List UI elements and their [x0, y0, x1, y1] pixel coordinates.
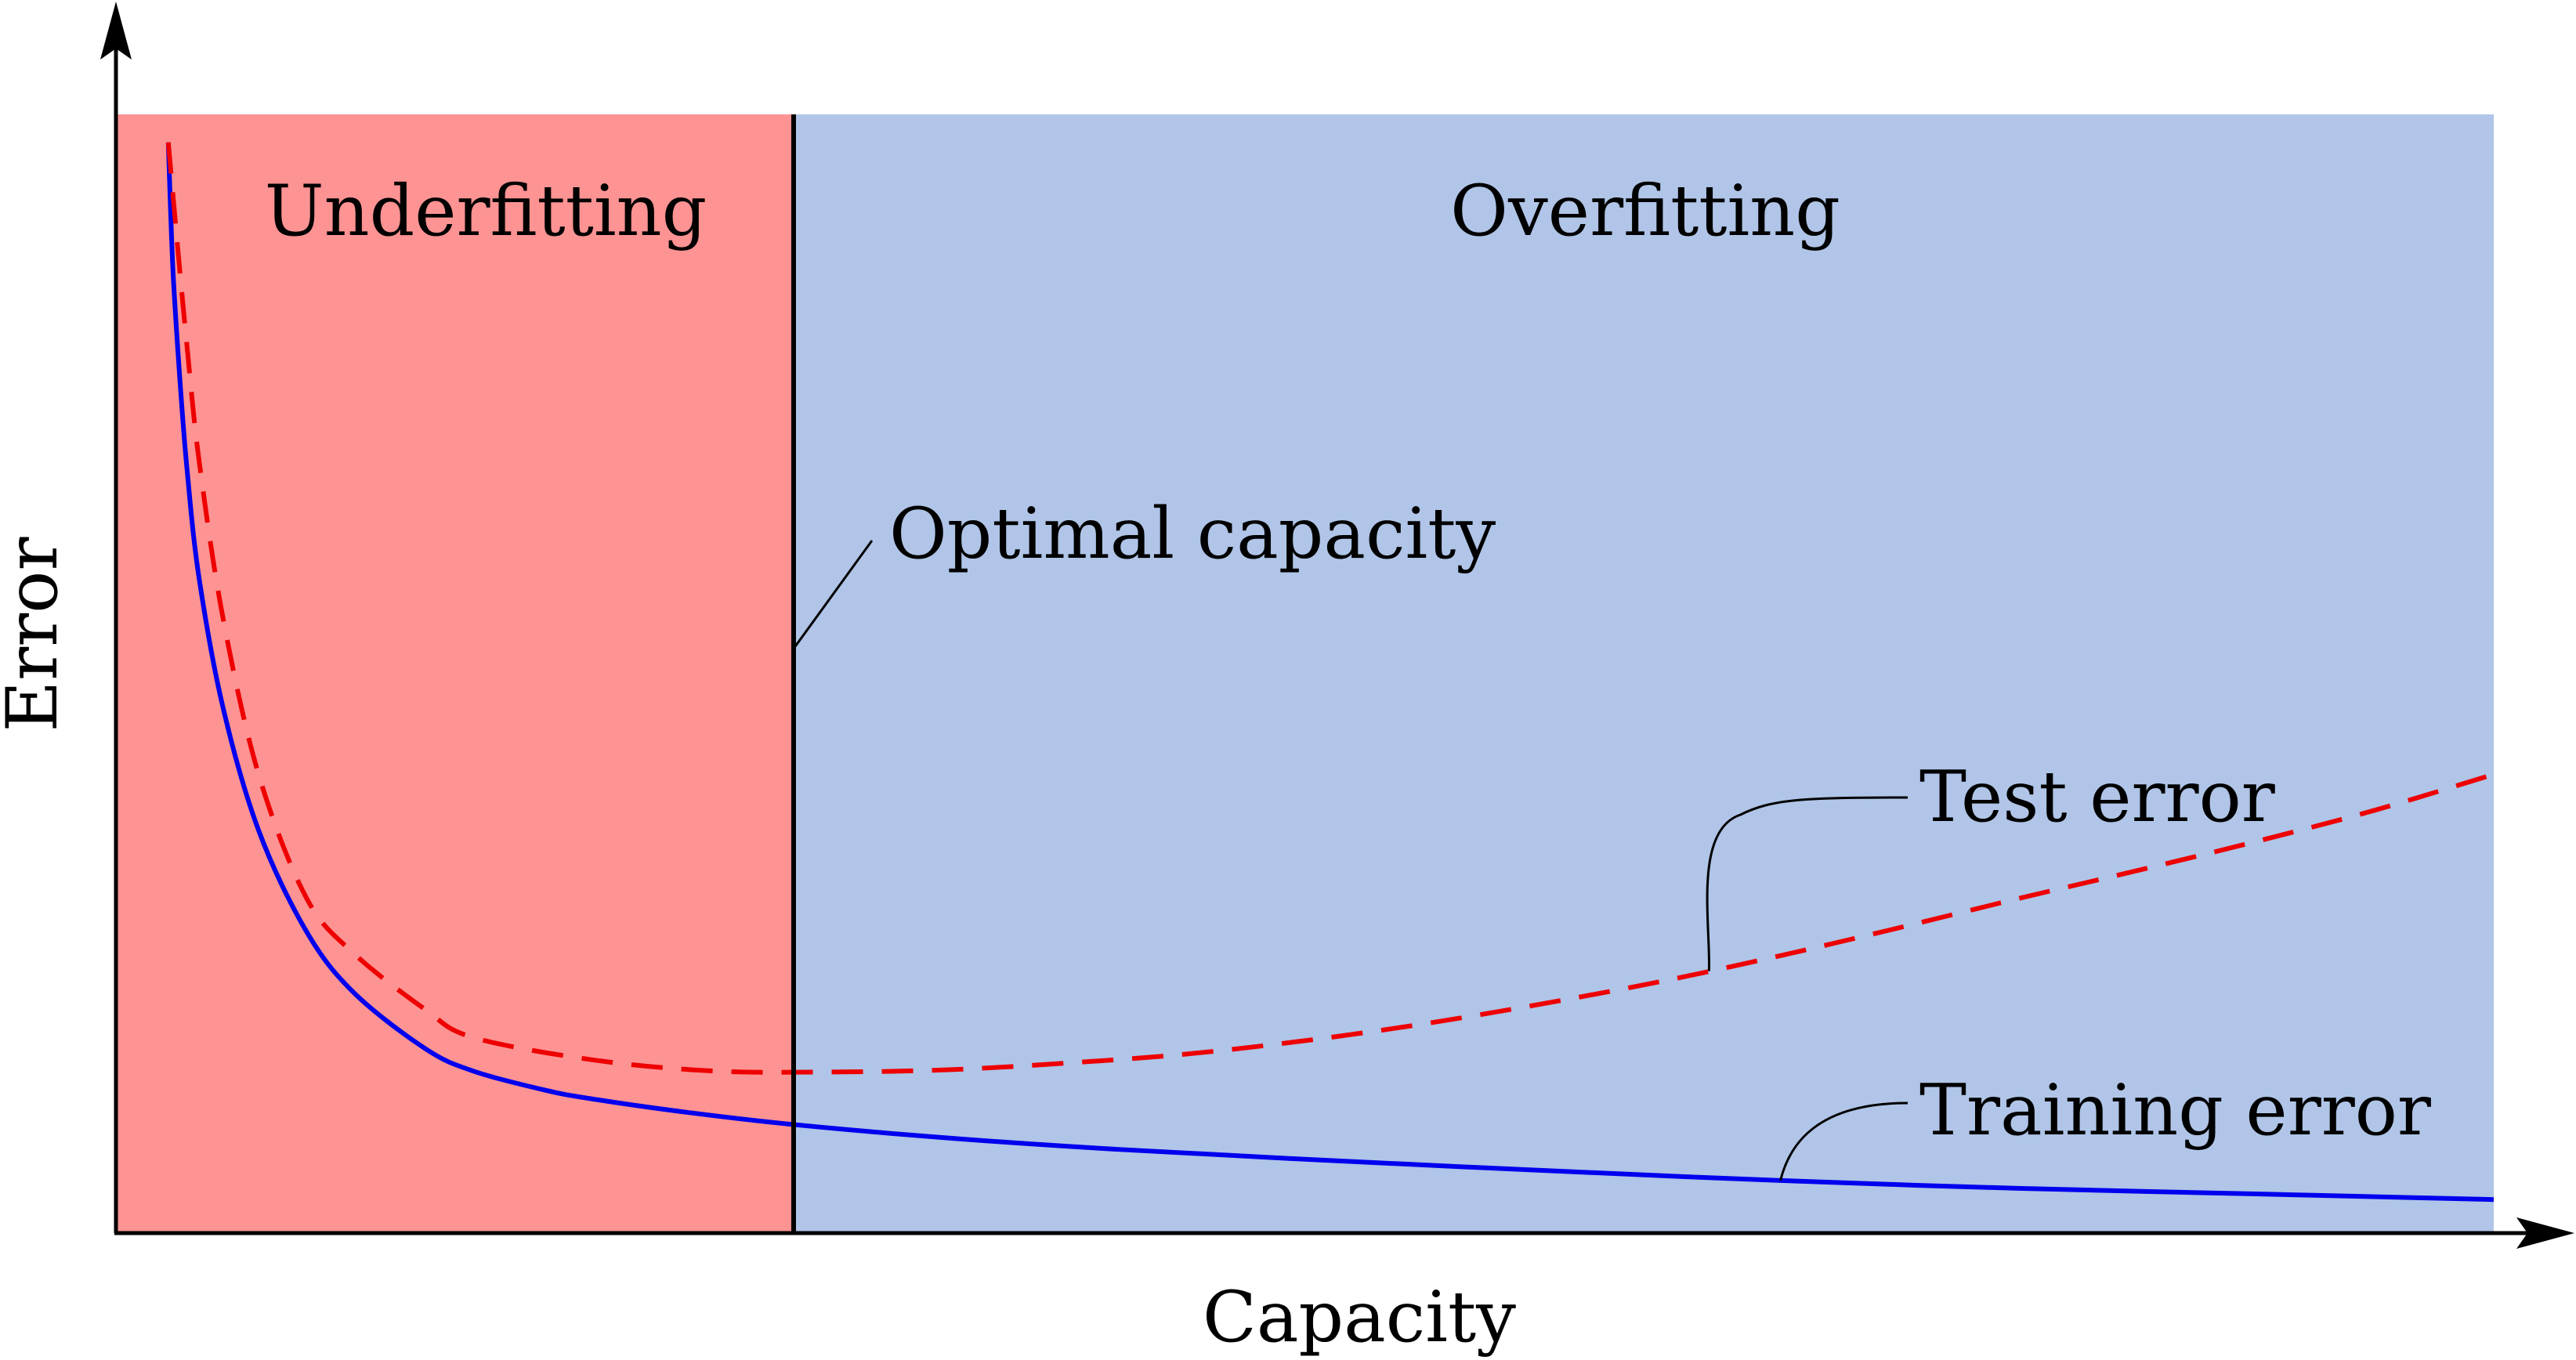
training-error-label: Training error	[1919, 1069, 2432, 1152]
optimal-capacity-leader	[792, 540, 874, 649]
x-axis-label: Capacity	[1203, 1276, 1516, 1358]
x-axis-arrowhead	[2516, 1217, 2574, 1249]
training-error-curve	[165, 142, 2495, 1203]
underfitting-region	[116, 114, 794, 1233]
overfitting-region	[793, 114, 2494, 1233]
underfitting-label: Underfitting	[265, 170, 707, 252]
y-axis-label: Error	[0, 537, 74, 732]
test-error-leader	[1706, 796, 1908, 971]
training-error-leader	[1779, 1101, 1908, 1181]
optimal-capacity-label: Optimal capacity	[889, 493, 1496, 575]
overfitting-label: Overfitting	[1450, 170, 1840, 252]
test-error-label: Test error	[1919, 756, 2276, 838]
y-axis-arrowhead	[100, 2, 132, 60]
test-error-curve	[165, 142, 2495, 1075]
